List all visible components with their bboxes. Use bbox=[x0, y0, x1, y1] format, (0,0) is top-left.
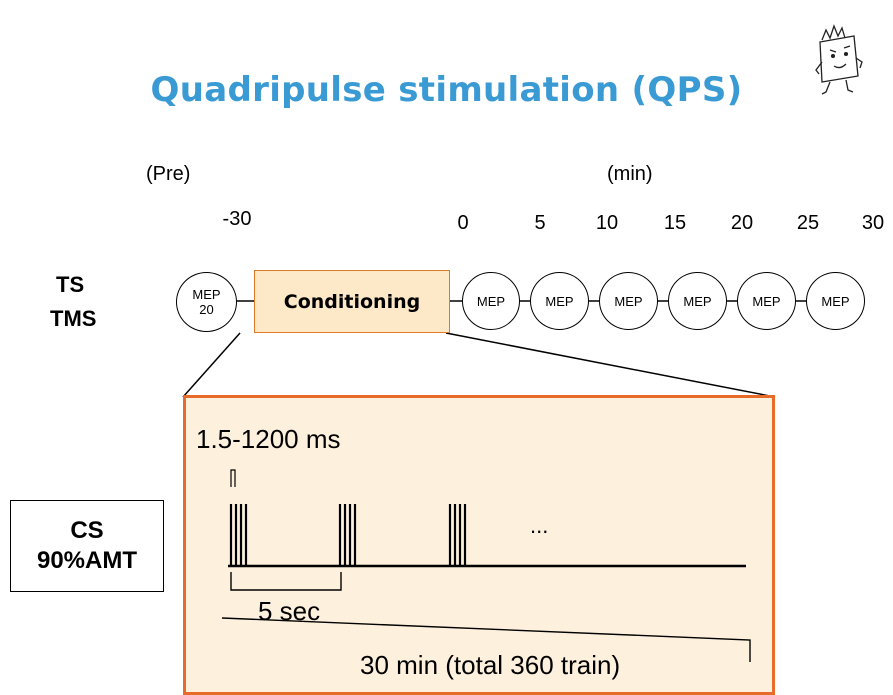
tick-label: 10 bbox=[595, 212, 619, 234]
interval-label: 1.5-1200 ms bbox=[196, 424, 341, 454]
post-mep-node: MEP bbox=[668, 272, 727, 330]
post-mep-node: MEP bbox=[737, 272, 796, 330]
baseline-mep-count: 20 bbox=[199, 302, 214, 317]
tick-label: 25 bbox=[796, 212, 820, 234]
cs-box: CS 90%AMT bbox=[10, 500, 164, 592]
tick-label-pre: -30 bbox=[222, 208, 252, 230]
tms-label: TMS bbox=[50, 306, 97, 331]
tick-label: 5 bbox=[534, 212, 546, 234]
post-mep-node: MEP bbox=[530, 272, 589, 330]
post-mep-node: MEP bbox=[806, 272, 865, 330]
ts-label: TS bbox=[56, 272, 85, 297]
tick-label: 30 bbox=[861, 212, 885, 234]
ellipsis-label: ... bbox=[530, 513, 549, 538]
cs-intensity-label: 90%AMT bbox=[36, 547, 138, 574]
cs-label: CS bbox=[70, 517, 104, 544]
tick-label: 0 bbox=[457, 212, 469, 234]
baseline-mep-label: MEP bbox=[192, 287, 221, 302]
period-label: 5 sec bbox=[258, 596, 321, 626]
page-title: Quadripulse stimulation (QPS) bbox=[150, 70, 743, 110]
post-mep-node: MEP bbox=[462, 272, 520, 330]
tick-label: 20 bbox=[730, 212, 754, 234]
post-mep-node: MEP bbox=[599, 272, 658, 330]
conditioning-box: Conditioning bbox=[254, 270, 450, 333]
duration-label: 30 min (total 360 train) bbox=[360, 650, 621, 680]
tick-label: 15 bbox=[663, 212, 687, 234]
unit-label: (min) bbox=[607, 163, 653, 185]
pre-label: (Pre) bbox=[146, 163, 191, 185]
